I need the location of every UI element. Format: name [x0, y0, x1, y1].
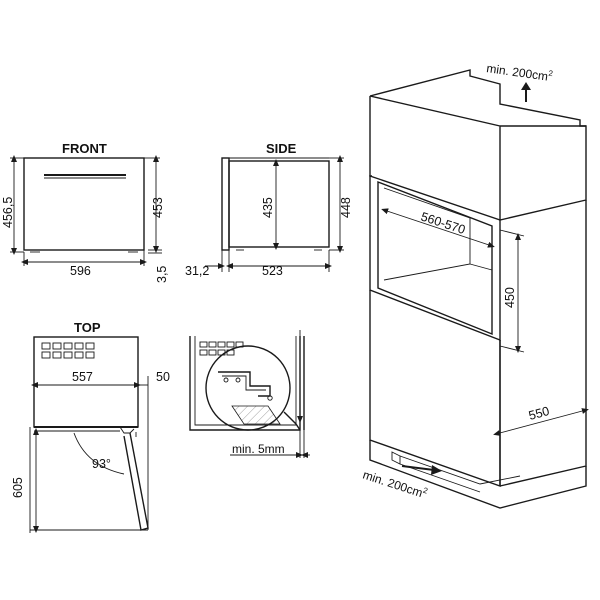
- side-body-outline: [228, 160, 330, 248]
- niche-width-dim: [381, 208, 495, 248]
- front-width-value: 596: [70, 264, 91, 278]
- front-label: FRONT: [62, 141, 107, 156]
- vent-top-value: min. 200cm2: [486, 60, 554, 84]
- front-height-value: 453: [151, 197, 165, 218]
- door-swing-value: 605: [11, 477, 25, 498]
- side-height-inner-value: 435: [261, 197, 275, 218]
- side-label: SIDE: [266, 141, 297, 156]
- vent-bottom-arrow: [401, 465, 435, 471]
- top-width-value: 557: [72, 370, 93, 384]
- cabinet-depth-value: 550: [527, 404, 551, 423]
- side-height-value: 448: [339, 197, 353, 218]
- detail-view: min. 5mm: [189, 330, 310, 458]
- door-angle-arc: [73, 432, 125, 475]
- front-foot-value: 3,5: [155, 266, 169, 283]
- detail-hatched-wall: [231, 405, 281, 425]
- cabinet-niche-opening: [369, 175, 501, 342]
- side-offset-value: 31,2: [185, 264, 209, 278]
- front-view: FRONT 456,5 453 596 3,5: [1, 141, 169, 283]
- detail-magnifier: [205, 345, 291, 431]
- min-gap-value: min. 5mm: [232, 442, 285, 456]
- front-height-total-value: 456,5: [1, 197, 15, 228]
- side-front-panel: [221, 157, 230, 251]
- open-door: [123, 432, 149, 531]
- top-view: TOP 557 50 93° 605: [11, 320, 170, 533]
- cabinet-depth-dim: [493, 408, 589, 436]
- front-body-outline: [23, 157, 145, 251]
- door-angle-value: 93°: [92, 457, 111, 471]
- side-view: SIDE 435 448 31,2 523: [185, 141, 353, 278]
- side-depth-value: 523: [262, 264, 283, 278]
- top-label: TOP: [74, 320, 101, 335]
- vent-bottom-value: min. 200cm2: [361, 467, 429, 502]
- cabinet-view: 560-570 450 550 min. 200cm2 min. 200cm2: [361, 60, 589, 509]
- top-vent-grid: [41, 342, 95, 359]
- niche-height-value: 450: [503, 287, 517, 308]
- detail-vent-grid: [199, 341, 244, 356]
- top-gap-value: 50: [156, 370, 170, 384]
